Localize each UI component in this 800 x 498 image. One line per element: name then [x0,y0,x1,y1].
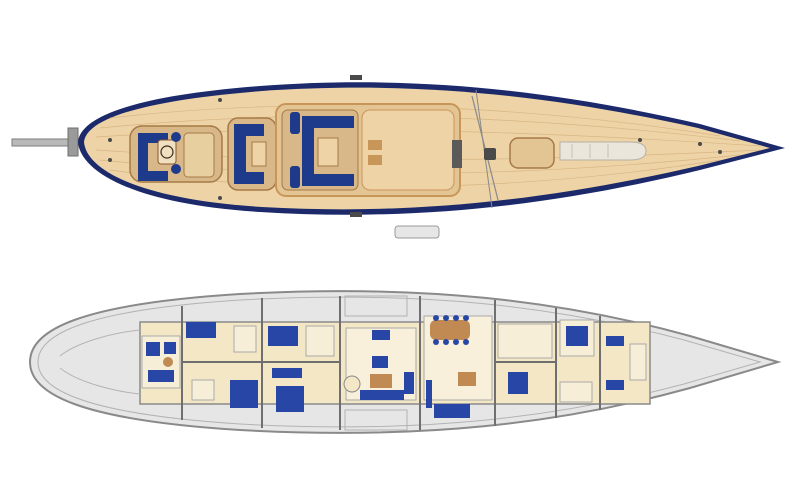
upper-outline-hints [59,295,408,431]
forward-hatch [509,137,555,169]
interior-plan [28,290,782,434]
deckhouse [275,103,462,197]
deck-fittings [108,75,722,239]
bed-icon [606,336,624,346]
dining-table-icon [430,320,470,340]
aft-lounge [141,335,181,389]
cockpit-cushion [138,133,168,181]
steering-wheel-icon [157,139,177,165]
bed-icon [508,372,528,394]
bed-icon [606,380,624,390]
galley-crew-area [497,319,647,403]
dining-area [423,315,493,418]
mid-cockpit [227,117,277,191]
interior-hull-inner [37,296,762,428]
bed-icon [268,326,298,346]
deck-plan [11,75,785,239]
cockpit-cushion [302,116,354,186]
aft-cabins [186,322,335,412]
bulkheads [181,296,601,430]
bed-icon [186,322,216,338]
tender-icon [559,141,647,161]
main-saloon [343,327,417,401]
bowsprit-tip [67,127,79,157]
cockpit-cushion [234,124,264,184]
aft-cockpit [129,125,223,183]
bed-icon [230,380,258,408]
bed-icon [566,326,588,346]
mast-icon [471,89,499,209]
bed-icon [276,386,304,412]
